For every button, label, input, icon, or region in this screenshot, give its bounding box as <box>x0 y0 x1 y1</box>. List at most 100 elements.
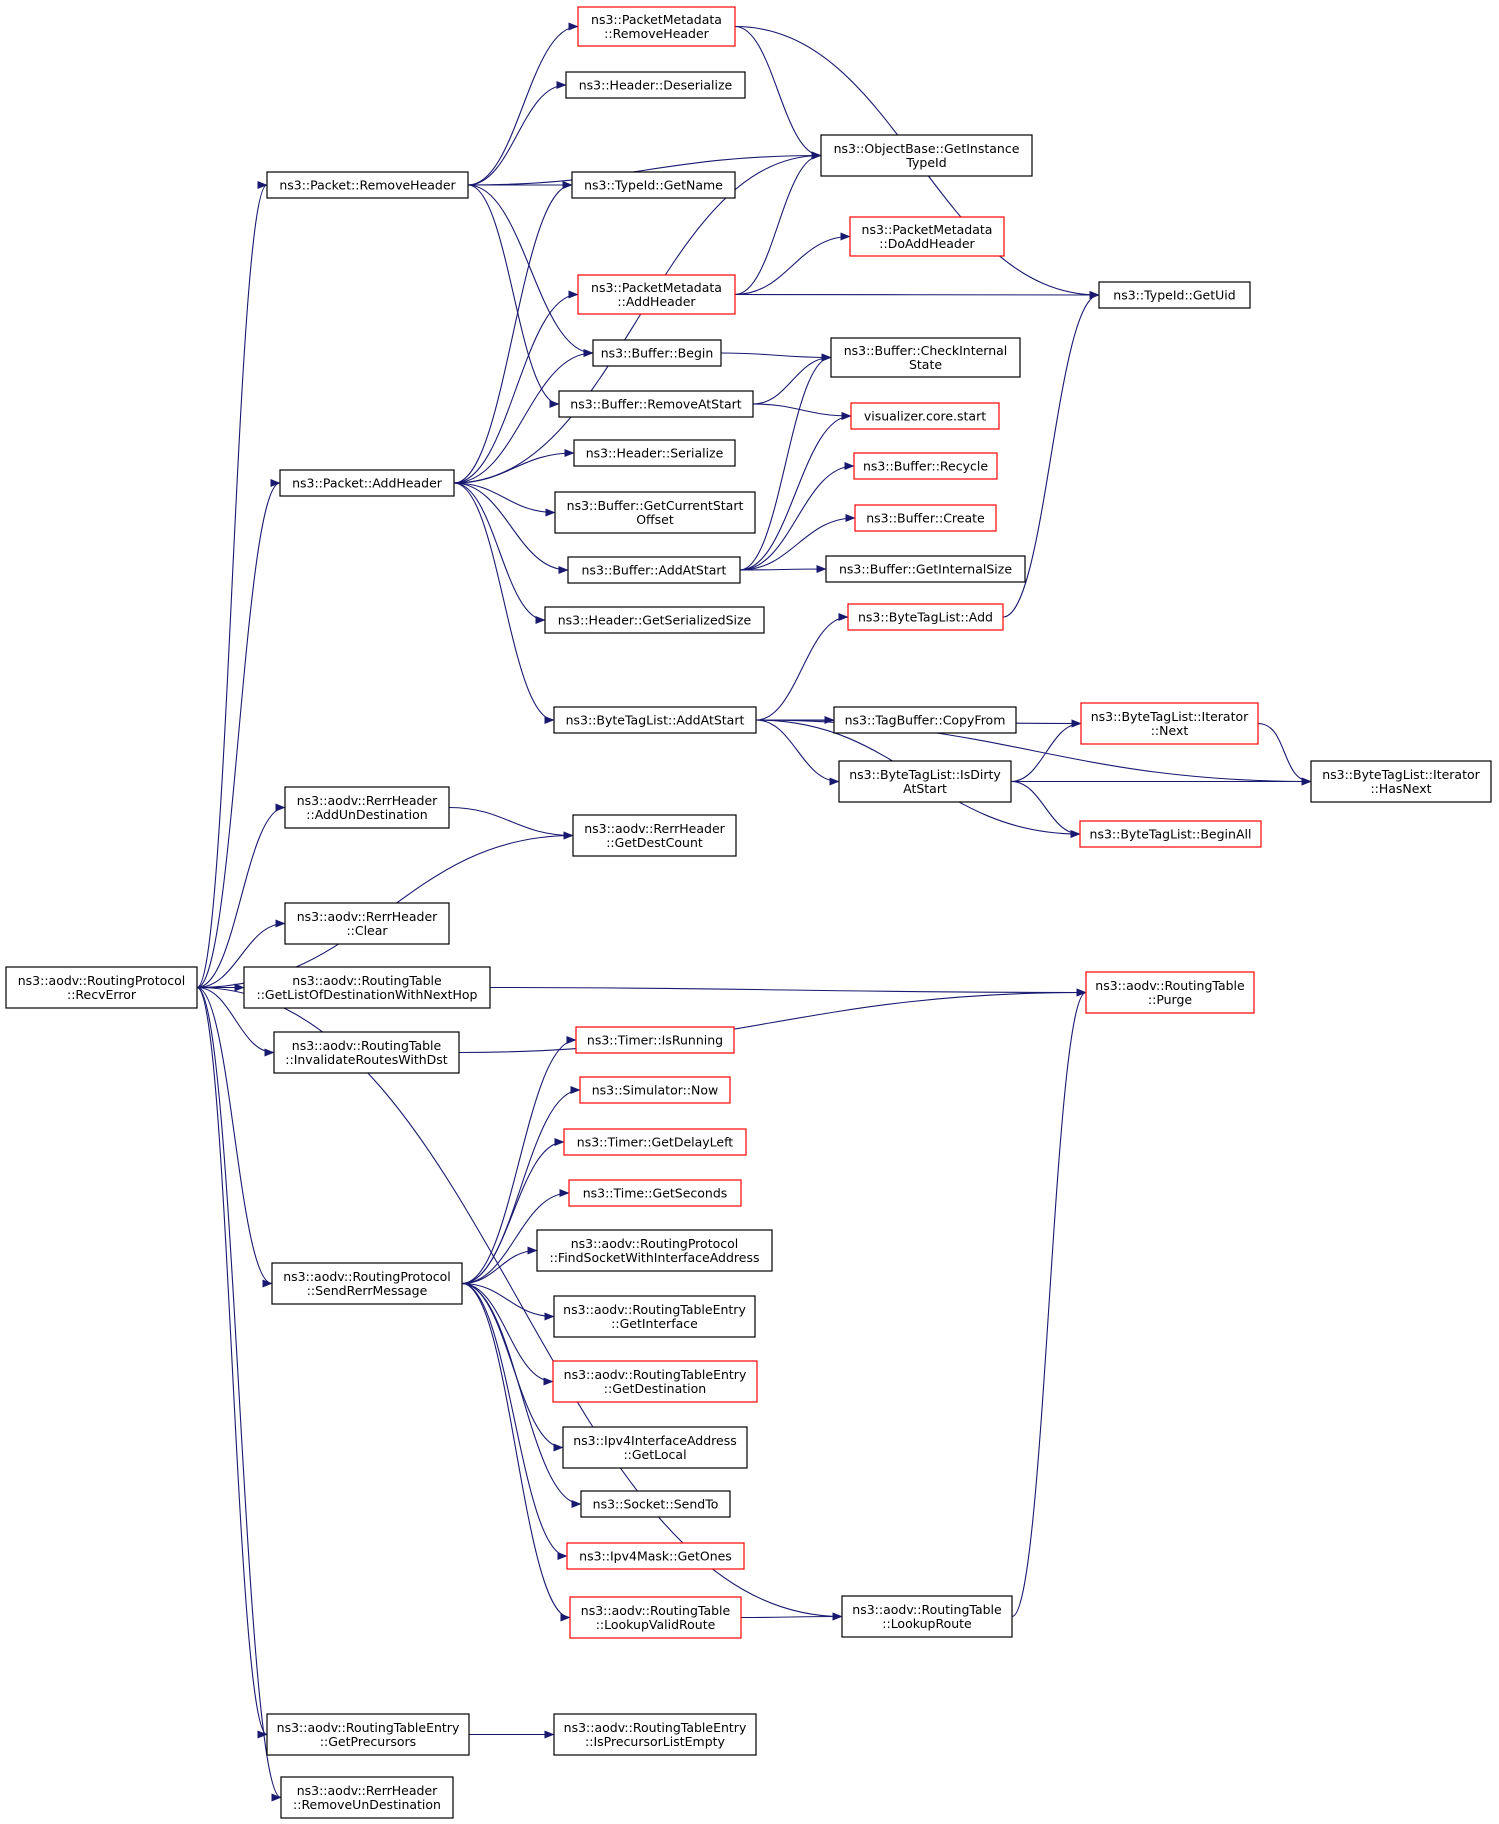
edge-path <box>461 1282 554 1386</box>
node-rte-precempty[interactable]: ns3::aodv::RoutingTableEntry::IsPrecurso… <box>553 1713 757 1756</box>
node-hdr-ser[interactable]: ns3::Header::Serialize <box>573 439 736 467</box>
node-label-line: ns3::ByteTagList::AddAtStart <box>566 713 745 728</box>
node-label-line: AtStart <box>903 781 947 796</box>
node-label-line: ::FindSocketWithInterfaceAddress <box>550 1250 760 1265</box>
node-sock-sendto[interactable]: ns3::Socket::SendTo <box>580 1490 731 1518</box>
node-label-line: ns3::aodv::RoutingTable <box>852 1602 1002 1617</box>
node-ipv4-local[interactable]: ns3::Ipv4InterfaceAddress::GetLocal <box>562 1426 748 1469</box>
edge-root-to-rp_sendrerr <box>196 986 273 1288</box>
node-box <box>1079 820 1262 848</box>
edge-pkt_remove-to-buf_rmstart <box>467 184 560 408</box>
node-tagbuf-copy[interactable]: ns3::TagBuffer::CopyFrom <box>833 706 1017 734</box>
node-btl-addstart[interactable]: ns3::ByteTagList::AddAtStart <box>553 706 757 734</box>
edge-path <box>1002 291 1100 618</box>
node-btl-it-next[interactable]: ns3::ByteTagList::Iterator::Next <box>1080 702 1259 745</box>
node-typeid-name[interactable]: ns3::TypeId::GetName <box>571 171 736 199</box>
node-rte-dest[interactable]: ns3::aodv::RoutingTableEntry::GetDestina… <box>552 1360 758 1403</box>
node-time-secs[interactable]: ns3::Time::GetSeconds <box>568 1179 742 1207</box>
edge-root-to-rerr_adddest <box>196 803 286 989</box>
edge-pkt_add-to-btl_addstart <box>453 482 555 724</box>
node-rerr-adddest[interactable]: ns3::aodv::RerrHeader::AddUnDestination <box>284 786 450 829</box>
node-pkt-remove[interactable]: ns3::Packet::RemoveHeader <box>266 171 469 199</box>
node-box <box>572 814 737 857</box>
edge-pkt_remove-to-pm_remove <box>467 22 579 186</box>
node-btl-it-hasnext[interactable]: ns3::ByteTagList::Iterator::HasNext <box>1310 760 1492 803</box>
edge-pm_add-to-pm_doadd <box>734 232 851 296</box>
node-btl-add[interactable]: ns3::ByteTagList::Add <box>847 603 1004 631</box>
node-pm-remove[interactable]: ns3::PacketMetadata::RemoveHeader <box>577 6 736 47</box>
edge-path <box>755 719 840 786</box>
node-box <box>243 966 491 1009</box>
node-btl-beginall[interactable]: ns3::ByteTagList::BeginAll <box>1079 820 1262 848</box>
node-typeid-uid[interactable]: ns3::TypeId::GetUid <box>1098 281 1251 309</box>
node-label-line: ::GetDestination <box>604 1381 706 1396</box>
node-root[interactable]: ns3::aodv::RoutingProtocol::RecvError <box>5 966 198 1009</box>
edge-path <box>1257 722 1312 786</box>
node-pm-add[interactable]: ns3::PacketMetadata::AddHeader <box>577 274 736 315</box>
node-box <box>1085 971 1255 1014</box>
node-buf-recycle[interactable]: ns3::Buffer::Recycle <box>853 452 998 480</box>
node-box <box>847 603 1004 631</box>
edge-buf_rmstart-to-buf_check <box>752 353 832 405</box>
node-buf-create[interactable]: ns3::Buffer::Create <box>854 504 997 532</box>
edge-rp_sendrerr-to-time_secs <box>461 1189 570 1285</box>
node-hdr-deser[interactable]: ns3::Header::Deserialize <box>565 71 746 99</box>
node-buf-begin[interactable]: ns3::Buffer::Begin <box>592 339 722 367</box>
node-label-line: ns3::PacketMetadata <box>591 12 722 27</box>
node-mask-ones[interactable]: ns3::Ipv4Mask::GetOnes <box>566 1542 745 1570</box>
node-pm-doadd[interactable]: ns3::PacketMetadata::DoAddHeader <box>849 216 1005 257</box>
node-rt-purge[interactable]: ns3::aodv::RoutingTable::Purge <box>1085 971 1255 1014</box>
node-pkt-add[interactable]: ns3::Packet::AddHeader <box>279 469 455 497</box>
edge-rp_sendrerr-to-rte_dest <box>461 1282 554 1386</box>
node-label-line: TypeId <box>905 155 946 170</box>
node-box <box>833 706 1017 734</box>
edge-pm_add-to-typeid_uid <box>734 290 1100 299</box>
node-box <box>577 6 736 47</box>
node-rerr-clear[interactable]: ns3::aodv::RerrHeader::Clear <box>284 902 450 945</box>
edge-root-to-rerr_rmdest <box>196 986 282 1802</box>
edge-rp_sendrerr-to-timer_running <box>461 1036 577 1285</box>
node-buf-intsize[interactable]: ns3::Buffer::GetInternalSize <box>825 555 1026 583</box>
edge-path <box>734 232 851 296</box>
node-rte-iface[interactable]: ns3::aodv::RoutingTableEntry::GetInterfa… <box>553 1295 756 1338</box>
edge-buf_begin-to-buf_check <box>720 352 832 362</box>
node-rp-sendrerr[interactable]: ns3::aodv::RoutingProtocol::SendRerrMess… <box>271 1262 463 1305</box>
edge-pm_add-to-objbase <box>734 151 822 296</box>
node-rte-precursors[interactable]: ns3::aodv::RoutingTableEntry::GetPrecurs… <box>266 1713 470 1756</box>
node-hdr-sersize[interactable]: ns3::Header::GetSerializedSize <box>544 606 765 634</box>
node-rt-getlist[interactable]: ns3::aodv::RoutingTable::GetListOfDestin… <box>243 966 491 1009</box>
edge-buf_addstart-to-buf_create <box>739 514 856 571</box>
node-rerr-destcount[interactable]: ns3::aodv::RerrHeader::GetDestCount <box>572 814 737 857</box>
node-timer-delay[interactable]: ns3::Timer::GetDelayLeft <box>563 1128 747 1156</box>
node-rt-invalidate[interactable]: ns3::aodv::RoutingTable::InvalidateRoute… <box>273 1031 460 1074</box>
node-rt-lookupvalid[interactable]: ns3::aodv::RoutingTable::LookupValidRout… <box>569 1596 742 1639</box>
node-timer-running[interactable]: ns3::Timer::IsRunning <box>575 1026 735 1054</box>
edge-path <box>489 986 1087 997</box>
node-rt-lookup[interactable]: ns3::aodv::RoutingTable::LookupRoute <box>841 1595 1013 1638</box>
node-box <box>849 216 1005 257</box>
node-box <box>554 491 756 534</box>
node-rp-findsock[interactable]: ns3::aodv::RoutingProtocol::FindSocketWi… <box>536 1229 773 1272</box>
edge-pkt_remove-to-objbase <box>467 151 822 186</box>
node-label-line: ns3::ByteTagList::Add <box>858 610 993 625</box>
node-box <box>279 469 455 497</box>
node-box <box>553 706 757 734</box>
node-label-line: ns3::aodv::RoutingTable <box>1095 978 1245 993</box>
node-label-line: ::RemoveUnDestination <box>293 1797 441 1812</box>
edge-path <box>739 353 832 571</box>
node-sim-now[interactable]: ns3::Simulator::Now <box>579 1076 731 1104</box>
edge-rp_sendrerr-to-rt_lookupvalid <box>461 1282 571 1622</box>
node-box <box>825 555 1026 583</box>
node-buf-addstart[interactable]: ns3::Buffer::AddAtStart <box>567 556 741 584</box>
edge-path <box>461 1246 538 1285</box>
node-box <box>5 966 198 1009</box>
node-label-line: ::LookupRoute <box>882 1616 972 1631</box>
edge-path <box>453 482 546 624</box>
node-buf-rmstart[interactable]: ns3::Buffer::RemoveAtStart <box>558 390 754 418</box>
node-vis-start[interactable]: visualizer.core.start <box>850 402 1000 430</box>
node-rerr-rmdest[interactable]: ns3::aodv::RerrHeader::RemoveUnDestinati… <box>280 1776 454 1819</box>
